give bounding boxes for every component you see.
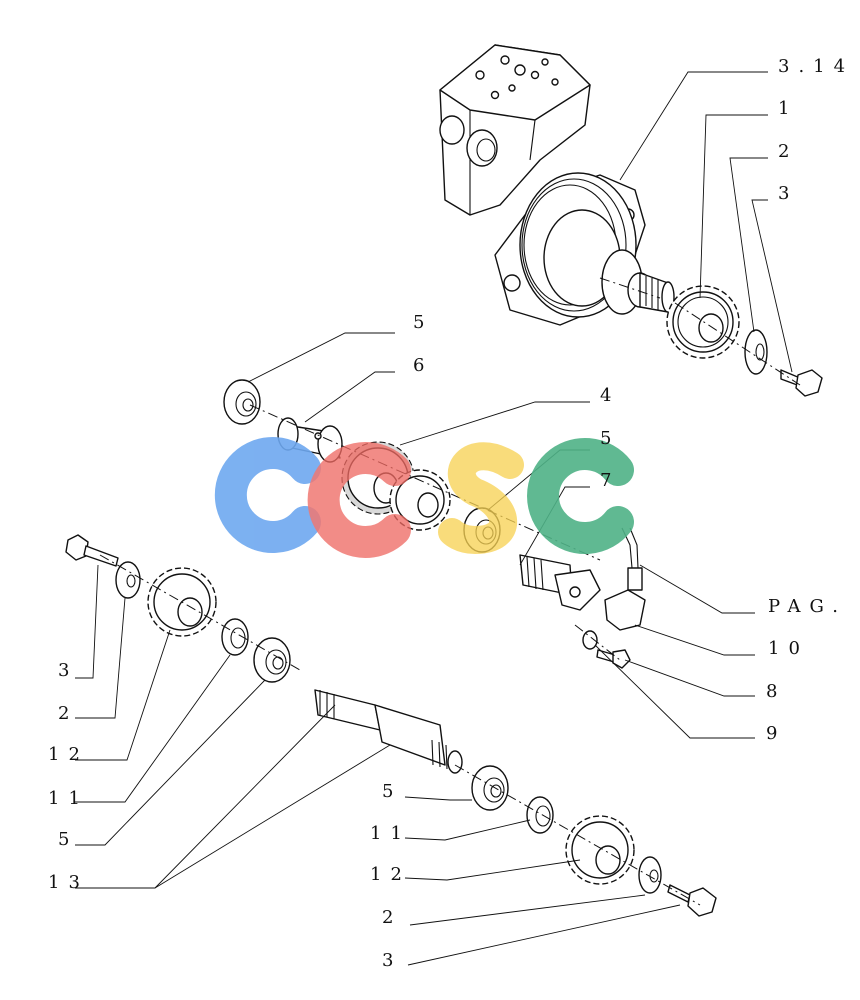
- bolt-part-3: [780, 369, 823, 397]
- gear-part-1: [666, 285, 740, 359]
- label-5-bottom: 5: [382, 781, 402, 802]
- gear-part-12-bottom: [565, 815, 635, 885]
- label-12-bottom: 12: [370, 864, 411, 885]
- bearing-part-5-middle: [223, 379, 261, 425]
- pipe-elbow-part-10: [604, 527, 646, 631]
- label-1-top: 1: [778, 98, 798, 119]
- bearing-part-5-left: [253, 637, 291, 683]
- watermark-letter-s-yellow: [438, 442, 524, 555]
- bearing-part-5-bottom: [471, 765, 509, 811]
- washer-part-2-bottom: [638, 856, 662, 894]
- bolt-part-3-bottom: [667, 884, 717, 917]
- ring-part-11-bottom: [526, 796, 554, 834]
- label-pag: PAG.: [768, 596, 847, 617]
- bolt-part-8: [596, 649, 631, 669]
- washer-part-2: [744, 329, 768, 375]
- fitting-part-7: [519, 554, 601, 611]
- label-3-left: 3: [58, 660, 78, 681]
- label-7: 7: [600, 470, 620, 491]
- label-3-top: 3: [778, 183, 798, 204]
- label-2-bottom: 2: [382, 907, 402, 928]
- label-5-middle-right: 5: [600, 428, 620, 449]
- part-labels: 3.14 1 2 3 5 6 4 5 7 PAG. 10 8 9 3 2 12 …: [48, 56, 854, 971]
- bolt-part-3-left: [65, 534, 119, 567]
- label-10: 10: [768, 638, 809, 659]
- label-4: 4: [600, 385, 620, 406]
- shaft-part-13: [314, 689, 463, 774]
- watermark-letter-o-red: [307, 442, 411, 558]
- label-5-left: 5: [58, 829, 78, 850]
- watermark-letter-c-blue: [214, 437, 321, 553]
- label-9: 9: [766, 723, 786, 744]
- label-3-14: 3.14: [778, 56, 854, 77]
- label-12-left: 12: [48, 744, 89, 765]
- label-8: 8: [766, 681, 786, 702]
- washer-part-9: [582, 630, 598, 650]
- center-lines: [99, 277, 801, 906]
- label-2-left: 2: [58, 703, 78, 724]
- ring-part-11-left: [221, 618, 249, 656]
- watermark-letter-c-green: [527, 438, 634, 554]
- pump-assembly: [439, 44, 675, 326]
- cosc-watermark-logo: [214, 437, 634, 558]
- label-11-left: 11: [48, 788, 89, 809]
- label-6: 6: [413, 355, 433, 376]
- label-13-left: 13: [48, 872, 89, 893]
- leader-lines: [75, 71, 793, 966]
- label-11-bottom: 11: [370, 823, 411, 844]
- washer-part-2-left: [115, 561, 141, 599]
- label-2-top: 2: [778, 141, 798, 162]
- label-5-middle-left: 5: [413, 312, 433, 333]
- label-3-bottom: 3: [382, 950, 402, 971]
